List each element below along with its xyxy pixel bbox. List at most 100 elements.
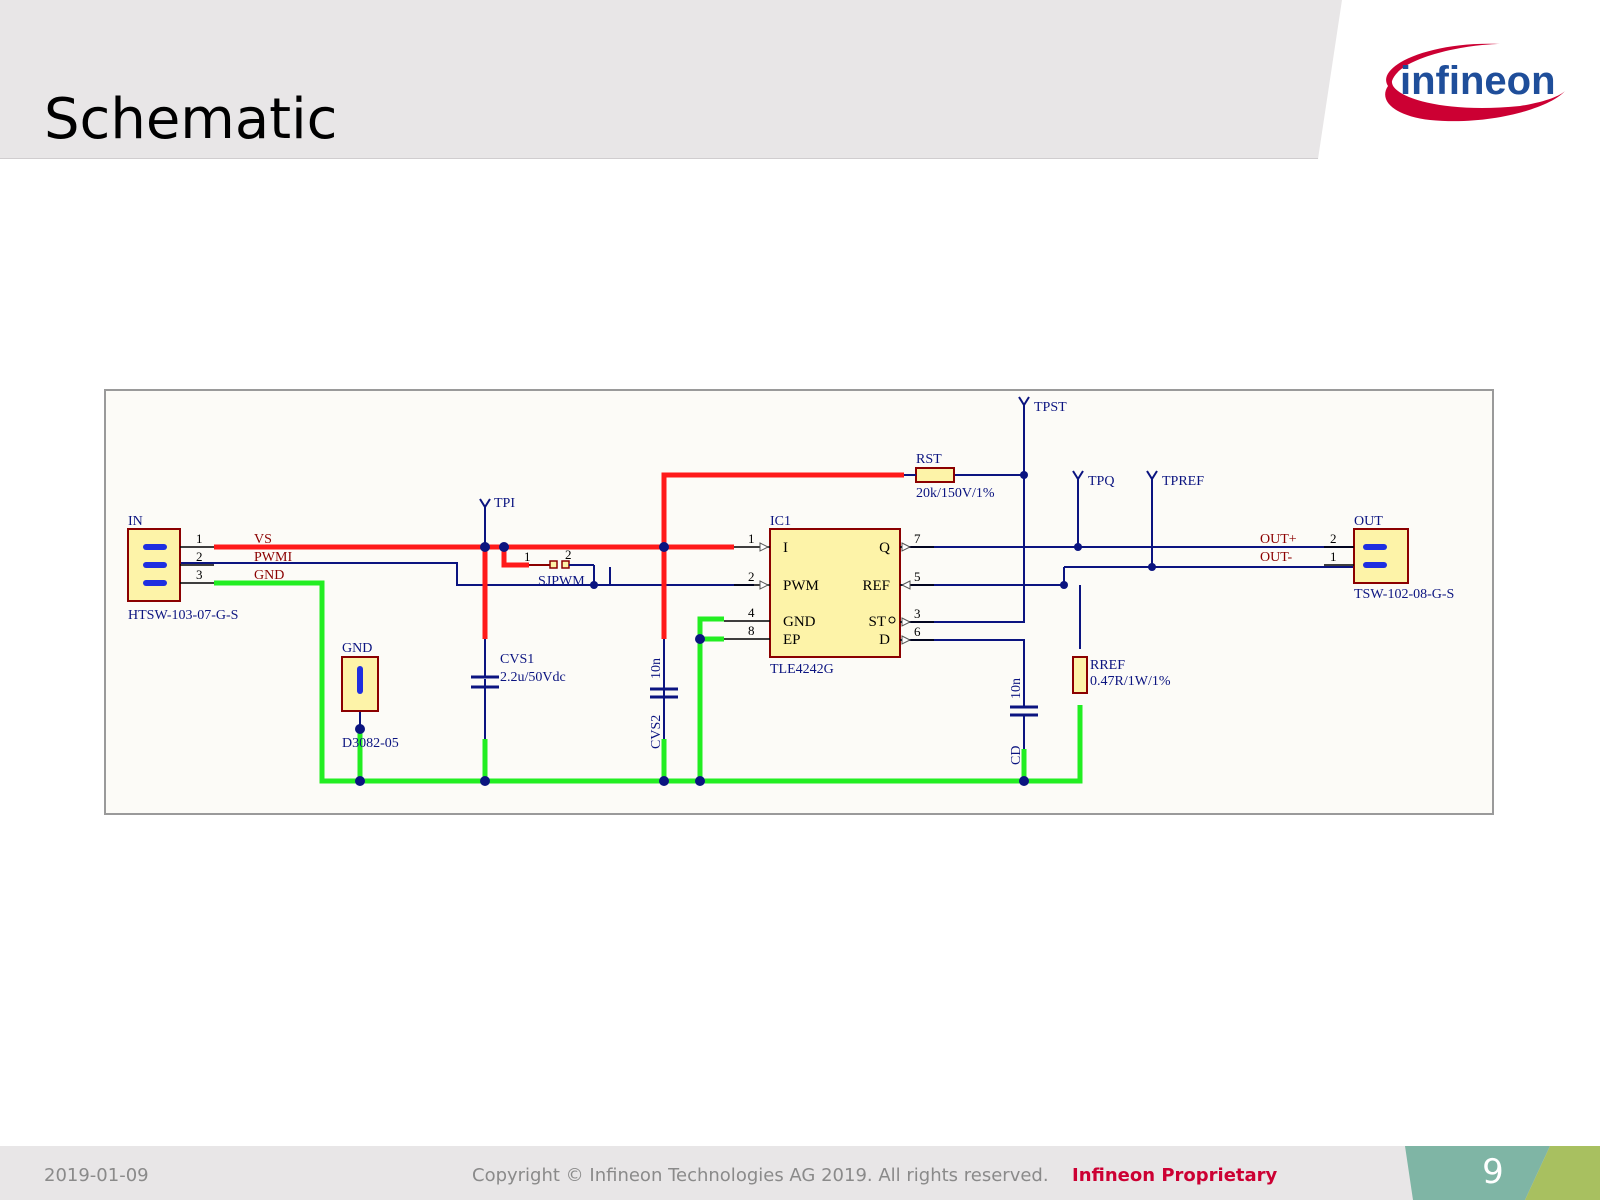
slide-title: Schematic (44, 87, 338, 152)
connector-in-part: HTSW-103-07-G-S (128, 608, 238, 623)
junction-dot (695, 776, 705, 786)
connector-out: OUT TSW-102-08-G-S OUT+ OUT- 2 1 (1260, 514, 1454, 602)
ic-pin-num: 8 (748, 623, 755, 638)
ground-wires (214, 580, 1083, 784)
footer-copyright: Copyright © Infineon Technologies AG 201… (472, 1165, 1049, 1186)
rst-body (915, 467, 955, 483)
gnd-connector-ref: GND (342, 641, 372, 656)
ic-st-inversion-bubble (888, 616, 896, 624)
jumper-pin-2: 2 (565, 547, 572, 562)
ic-ref: IC1 (770, 514, 791, 529)
jumper-pin-1: 1 (524, 549, 531, 564)
ic-pin-name: PWM (783, 578, 819, 594)
page-number-block (1405, 1146, 1600, 1200)
cvs1-value: 2.2u/50Vdc (500, 670, 566, 685)
testpoint-tpref-label: TPREF (1162, 474, 1204, 489)
connector-in-pin-2: 2 (196, 549, 203, 564)
ic-pin-num: 1 (748, 531, 755, 546)
rst-value: 20k/150V/1% (916, 486, 995, 501)
cd-value: 10n (1009, 678, 1024, 699)
ic-pin-name: REF (862, 578, 890, 594)
logo-wordmark: infineon (1400, 59, 1556, 103)
ic-pin-num: 3 (914, 606, 921, 621)
net-label-vs: VS (254, 532, 272, 547)
rref-value: 0.47R/1W/1% (1090, 674, 1171, 689)
page-number-teal-shape (1405, 1146, 1550, 1200)
infineon-logo: infineon (1385, 43, 1565, 122)
net-label-outminus: OUT- (1260, 550, 1292, 565)
junction-dot (355, 724, 365, 734)
schematic-diagram: IN HTSW-103-07-G-S 1 2 3 VS PWMI GND GND… (127, 396, 1454, 786)
wire-d (900, 639, 1025, 689)
ic-pin-name: I (783, 540, 788, 556)
capacitor-cd: 10n CD (1009, 678, 1038, 765)
connector-out-body (1353, 528, 1409, 584)
ic-pin-num: 7 (914, 531, 921, 546)
ic-part: TLE4242G (770, 662, 834, 677)
junction-dot (480, 542, 490, 552)
rref-ref: RREF (1090, 658, 1125, 673)
junction-dot (659, 776, 669, 786)
junction-dot (659, 542, 669, 552)
connector-out-pins (1363, 544, 1387, 568)
junctions (355, 471, 1156, 786)
resistor-rst: RST 20k/150V/1% (904, 452, 995, 501)
ic-pin-num: 5 (914, 569, 921, 584)
wire-jumper (594, 567, 611, 586)
connector-in-pins (143, 544, 167, 586)
testpoint-tpq-label: TPQ (1088, 474, 1114, 489)
connector-in: IN HTSW-103-07-G-S 1 2 3 VS PWMI GND (127, 514, 292, 623)
page-number: 9 (1482, 1152, 1504, 1192)
junction-dot (499, 542, 509, 552)
connector-in-pin-3: 3 (196, 567, 203, 582)
capacitor-cvs2: 10n CVS2 (649, 639, 678, 749)
wire-gnd-ic (697, 616, 724, 781)
ic-body (769, 528, 901, 658)
connector-out-part: TSW-102-08-G-S (1354, 587, 1454, 602)
wire-vs-jumper (501, 547, 529, 568)
logo-panel (1318, 0, 1600, 159)
testpoint-tpst-symbol (1018, 396, 1030, 407)
junction-dot (1020, 471, 1028, 479)
ic-pin-name: ST (868, 614, 886, 630)
junction-dot (355, 776, 365, 786)
cd-ref: CD (1009, 746, 1024, 765)
testpoint-tpi-symbol (479, 498, 491, 509)
testpoint-tpi-label: TPI (494, 496, 515, 511)
gnd-connector-part: D3082-05 (342, 736, 399, 751)
connector-out-ref: OUT (1354, 514, 1383, 529)
ic-pin-name: D (879, 632, 890, 648)
connector-in-pin-1: 1 (196, 531, 203, 546)
wire-st (900, 405, 1025, 623)
cvs2-value: 10n (649, 658, 664, 679)
connector-in-ref: IN (128, 514, 143, 529)
footer-date: 2019-01-09 (44, 1165, 149, 1186)
junction-dot (1060, 581, 1068, 589)
resistor-rref: RREF 0.47R/1W/1% (1072, 656, 1171, 694)
net-label-pwmi: PWMI (254, 550, 292, 565)
page-number-green-shape (1525, 1146, 1600, 1200)
power-wires (214, 472, 904, 639)
testpoint-tpst-label: TPST (1034, 400, 1067, 415)
cvs2-ref: CVS2 (649, 715, 664, 749)
ic-pin-num: 6 (914, 624, 921, 639)
connector-out-pin: 1 (1330, 549, 1337, 564)
junction-dot (1074, 543, 1082, 551)
ic-pin-num: 2 (748, 569, 755, 584)
ic-pin-num: 4 (748, 605, 755, 620)
cvs1-ref: CVS1 (500, 652, 534, 667)
connector-out-pin: 2 (1330, 531, 1337, 546)
junction-dot (695, 634, 705, 644)
ic-pin-name: EP (783, 632, 801, 648)
wire-vs-rst (661, 472, 904, 547)
junction-dot (1019, 776, 1029, 786)
ic-tle4242g: IC1 TLE4242G 1 2 4 8 I PWM GND EP 7 5 3 … (724, 514, 934, 677)
rst-ref: RST (916, 452, 942, 467)
testpoint-tpref-symbol (1146, 470, 1158, 481)
net-label-gnd: GND (254, 568, 284, 583)
ic-pin-name: GND (783, 614, 816, 630)
jumper-sjpwm: 1 2 SJPWM (524, 547, 595, 589)
ic-pin-name: Q (879, 540, 890, 556)
junction-dot (1148, 563, 1156, 571)
logo-swoosh (1385, 43, 1565, 122)
